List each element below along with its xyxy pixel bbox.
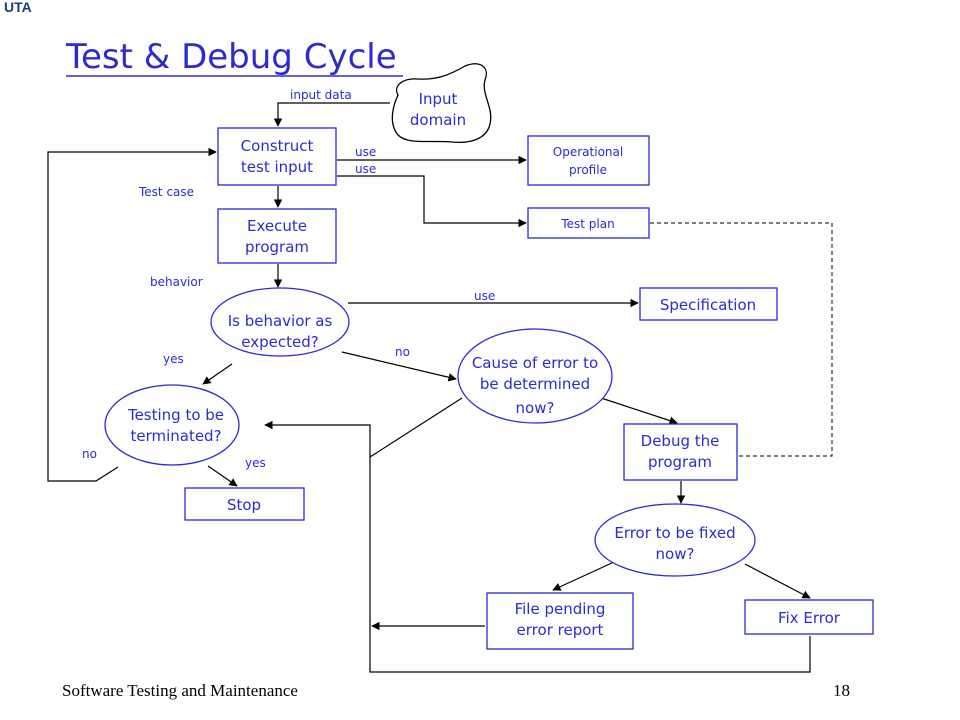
dashed-plan-to-debug: [650, 222, 833, 457]
svg-text:Fix Error: Fix Error: [778, 609, 841, 627]
label-no-2: no: [82, 447, 97, 461]
label-yes-2: yes: [245, 456, 266, 470]
svg-text:Stop: Stop: [227, 496, 261, 514]
label-use-2: use: [355, 162, 376, 176]
arrow-no-loop-back: [47, 147, 217, 482]
fix-error-node: Fix Error: [744, 599, 874, 635]
svg-text:Test plan: Test plan: [560, 217, 614, 231]
test-plan-node: Test plan: [527, 207, 650, 239]
label-input-data: input data: [290, 88, 352, 102]
arrow-to-test-plan: [337, 175, 527, 228]
label-no-1: no: [395, 345, 410, 359]
arrow-no-cause: [341, 351, 457, 382]
arrow-yes-terminate: [202, 363, 233, 385]
label-behavior: behavior: [150, 275, 203, 289]
arrow-cause-back: [264, 397, 463, 459]
arrow-input-data: [273, 102, 390, 127]
svg-text:Specification: Specification: [660, 296, 756, 314]
footer-page-number: 18: [833, 681, 850, 700]
arrow-to-fix-error: [744, 563, 811, 599]
stop-node: Stop: [184, 487, 305, 521]
arrow-yes-stop: [207, 465, 238, 487]
arrow-to-debug: [597, 396, 678, 425]
page-title: Test & Debug Cycle: [65, 37, 397, 77]
label-use-3: use: [474, 289, 495, 303]
label-use-1: use: [355, 145, 376, 159]
label-yes-1: yes: [163, 352, 184, 366]
arrow-to-file-pending: [552, 561, 615, 591]
specification-node: Specification: [639, 287, 778, 321]
arrow-fix-error-back: [369, 457, 811, 673]
uta-logo: UTA: [4, 0, 32, 15]
footer-course-title: Software Testing and Maintenance: [62, 681, 298, 700]
label-test-case: Test case: [138, 185, 194, 199]
